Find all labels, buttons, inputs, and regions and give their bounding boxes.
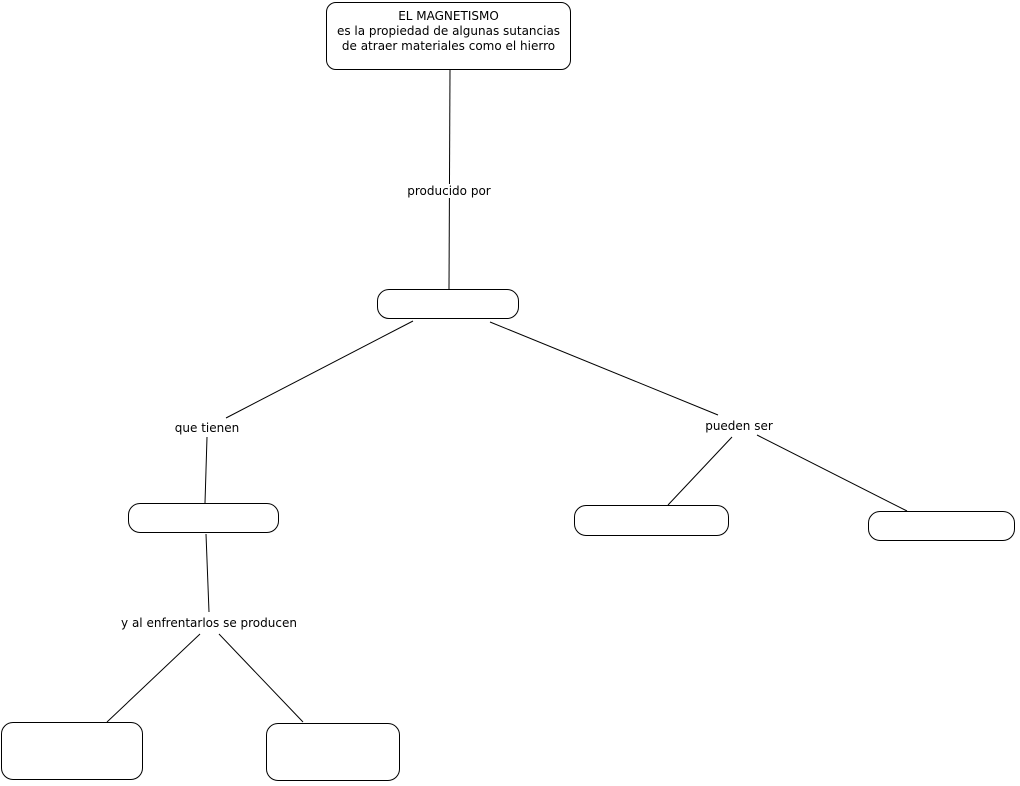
connector-enfrentarlos-to-bottom-mid (218, 633, 304, 723)
node-text-line: de atraer materiales como el hierro (341, 39, 556, 53)
connector-que-tienen-to-node (204, 436, 208, 504)
connector-pueden-ser-to-node-2 (756, 434, 908, 512)
link-label-que-tienen[interactable]: que tienen (171, 421, 243, 435)
node-pueden-ser-target-2[interactable] (868, 511, 1015, 541)
node-pueden-ser-target-1[interactable] (574, 505, 729, 536)
link-label-producido-por[interactable]: producido por (404, 184, 494, 198)
node-producen-target-2[interactable] (266, 723, 400, 781)
connector-node-to-enfrentarlos-label (205, 533, 210, 613)
connector-pueden-ser-to-node-1 (667, 436, 733, 506)
connector-enfrentarlos-to-bottom-left (106, 633, 201, 723)
link-label-pueden-ser[interactable]: pueden ser (702, 419, 776, 433)
link-label-y-al-enfrentarlos[interactable]: y al enfrentarlos se producen (118, 616, 300, 630)
node-producen-target-1[interactable] (1, 722, 143, 780)
connector-producido-node-to-que-tienen (225, 320, 414, 419)
node-que-tienen-target[interactable] (128, 503, 279, 533)
node-producido-por-target[interactable] (377, 289, 519, 319)
connector-root-to-producido-label (448, 68, 451, 290)
node-text-line: es la propiedad de algunas sutancias (336, 24, 561, 38)
node-el-magnetismo[interactable]: EL MAGNETISMO es la propiedad de algunas… (326, 2, 571, 70)
node-title-line: EL MAGNETISMO (398, 9, 499, 23)
connector-producido-node-to-pueden-ser (489, 321, 719, 416)
